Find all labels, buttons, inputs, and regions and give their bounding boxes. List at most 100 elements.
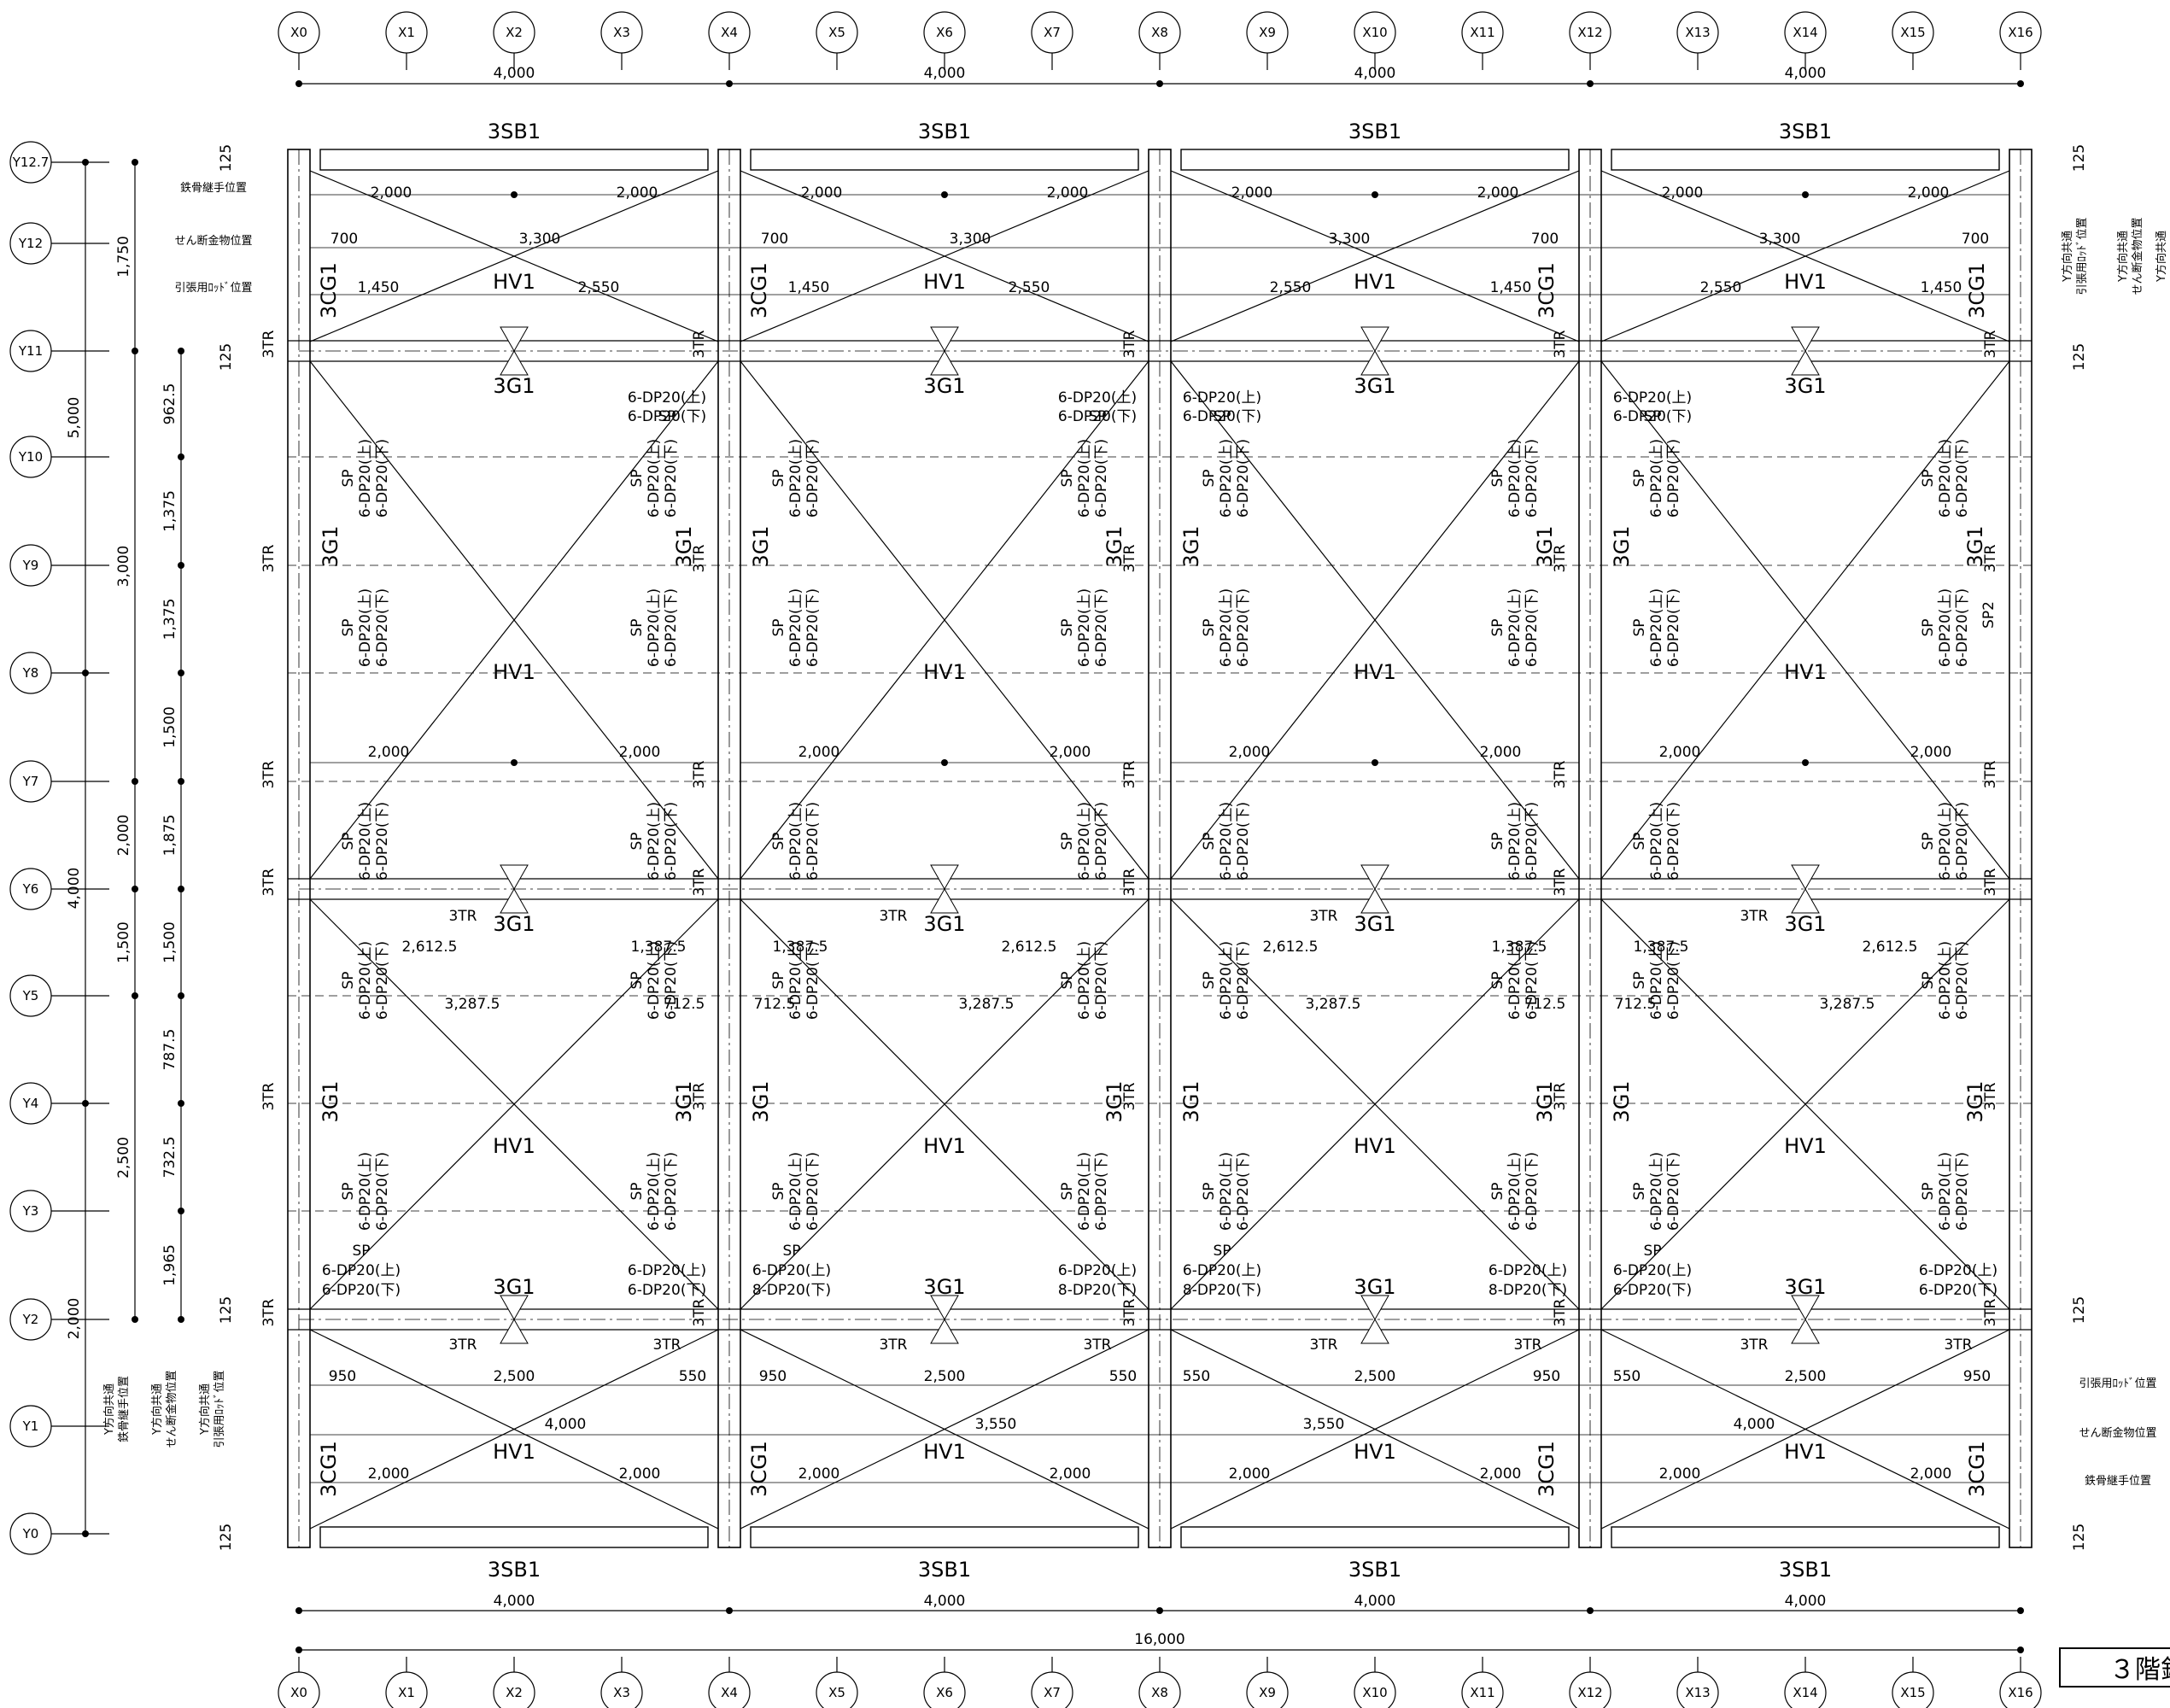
note-y-common-tension: 引張用ﾛｯﾄﾞ位置 [213,1370,226,1448]
girder-label: 3G1 [1354,912,1395,936]
dp-lower-label: 6-DP20(下) [1093,941,1110,1020]
side-girder-label: 3G1 [1179,1080,1203,1122]
side-girder-label: 3G1 [1103,525,1126,567]
ref-dim: 700 [1962,231,1989,248]
turnbuckle-marker [1791,1295,1820,1321]
sp-label: SP [1631,618,1648,636]
tr-column-label: 3TR [1552,1082,1569,1110]
grid-bubble-label: Y6 [22,881,39,897]
sp-label-horizontal: SP [1213,408,1231,425]
dim-top-label: 4,000 [1785,65,1827,82]
dim-left-label: 1,375 [161,490,178,532]
dp-upper-label: 6-DP20(上) [787,1152,804,1231]
girder-label: 3G1 [1784,374,1826,398]
dp-lower-label: 6-DP20(下) [1235,941,1252,1020]
ref-label-top-splice: 鉄骨継手位置 [180,182,247,195]
dp-lower-label: 6-DP20(下) [1954,941,1971,1020]
dp-lower-label: 6-DP20(下) [663,588,680,667]
dp-upper-label: 6-DP20(上) [1648,439,1665,518]
edge-beam-top [319,149,709,171]
dp-lower-label: 6-DP20(下) [374,439,391,518]
side-girder-label: 3G1 [672,1080,696,1122]
side-girder-label: 3G1 [749,1080,773,1122]
dp-lower-label: 6-DP20(下) [1524,1152,1541,1231]
edge-beam-bottom [1611,1526,2000,1548]
tr-label: 3TR [652,1337,681,1354]
ref-dim: 3,300 [950,231,991,248]
dim-dot [295,1607,302,1614]
dp-lower-label: 6-DP20(下) [804,941,822,1020]
dim-dot [726,1607,733,1614]
strip-brace [309,170,719,342]
ref-dim: 2,000 [798,1465,840,1483]
sp-label: SP [629,832,646,850]
note-y-common: Y方向共通 [150,1383,164,1436]
edge-beam-top [1611,149,2000,171]
dp-lower-label: 6-DP20(下) [1524,588,1541,667]
sp-label: SP [1059,469,1076,487]
dp-lower-label: 6-DP20(下) [1524,941,1541,1020]
ref-dim: 2,550 [1270,279,1312,296]
dp-lower-label-horizontal: 6-DP20(下) [628,1282,706,1299]
dp-lower-label: 6-DP20(下) [663,941,680,1020]
grid-bubble-label: X8 [1151,25,1168,40]
main-brace [1170,898,1580,1310]
ref-dim: 2,000 [1659,744,1701,761]
dp-upper-label: 6-DP20(上) [1648,1152,1665,1231]
tr-column-label: 3TR [1982,760,1999,788]
tr-column-label: 3TR [691,868,708,896]
sp-label: SP [1631,1182,1648,1200]
grid-bubble-label: X6 [936,1685,953,1700]
tr-column-label: 3TR [691,330,708,358]
turnbuckle-marker [930,1318,959,1344]
dim-dot [1156,80,1163,87]
grid-bubble-label: X7 [1044,25,1061,40]
turnbuckle-marker [1360,1318,1389,1344]
dim-dot [132,778,138,785]
dp-upper-label: 6-DP20(上) [1218,941,1235,1020]
ref-dim: 2,000 [1050,744,1091,761]
sp-label: SP [770,618,787,636]
sp-label: SP [629,971,646,989]
dp-upper-label-horizontal: 6-DP20(上) [1613,389,1692,407]
turnbuckle-marker [500,1318,529,1344]
ref-dim: 2,550 [1700,279,1742,296]
ref-dim: 2,000 [1910,1465,1952,1483]
grid-bubble-label: X6 [936,25,953,40]
grid-bubble-label: X8 [1151,1685,1168,1700]
dim-bottom-label: 4,000 [924,1593,966,1610]
sp-label: SP [770,1182,787,1200]
dim-dot [178,886,184,892]
turnbuckle-marker [1791,887,1820,914]
dp-upper-label-horizontal: 6-DP20(上) [1613,1262,1692,1279]
tr-column-label: 3TR [1552,868,1569,896]
tr-label: 3TR [1513,1337,1541,1354]
dim-dot [941,191,948,198]
sp-label: SP [1489,1182,1506,1200]
strip-brace [1170,1329,1580,1530]
tr-column-label: 3TR [1982,1298,1999,1326]
dp-lower-label-horizontal: 8-DP20(下) [1183,1282,1261,1299]
side-girder-label: 3G1 [1533,1080,1557,1122]
tr-label: 3TR [1740,1337,1768,1354]
sp-label: SP [629,469,646,487]
dp-lower-label: 6-DP20(下) [1235,1152,1252,1231]
side-girder-label: 3G1 [1533,525,1557,567]
ref-label-top-shear: せん断金物位置 [174,234,252,248]
side-girder-label: 3G1 [319,525,342,567]
sp-label: SP [1920,971,1937,989]
edge-dim-label: 125 [218,1296,235,1324]
side-girder-label: 3G1 [319,1080,342,1122]
dp-upper-label-horizontal: 6-DP20(上) [628,389,706,407]
grid-bubble-label: X12 [1577,1685,1602,1700]
edge-dim-label: 125 [2071,343,2088,371]
sp-label: SP [1489,832,1506,850]
tr-column-label: 3TR [260,1082,278,1110]
sp-label: SP [1059,832,1076,850]
ref-dim: 2,000 [1047,184,1089,202]
dim-dot [1587,80,1594,87]
grid-bubble-label: X15 [1900,1685,1925,1700]
dp-upper-label: 6-DP20(上) [1506,941,1524,1020]
cg-label: 3CG1 [747,1441,771,1497]
sp-label: SP [1631,971,1648,989]
